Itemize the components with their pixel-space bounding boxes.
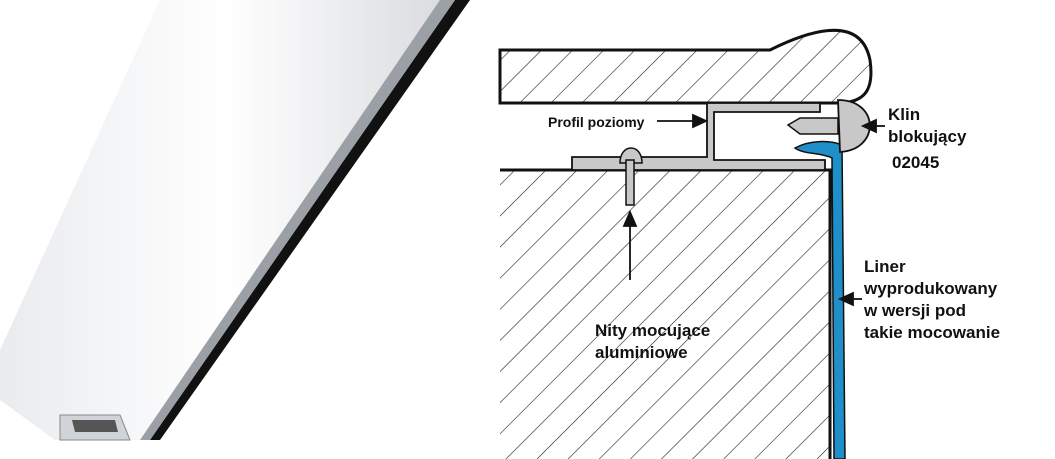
label-wedge-1: Klin xyxy=(888,105,920,124)
label-profile: Profil poziomy xyxy=(548,114,645,130)
label-rivets-2: aluminiowe xyxy=(595,343,688,362)
label-wedge-2: blokujący xyxy=(888,127,967,146)
coping-section xyxy=(498,28,873,105)
wall-section xyxy=(500,168,832,459)
label-liner-2: wyprodukowany xyxy=(863,279,998,298)
label-wedge-code: 02045 xyxy=(892,153,939,172)
label-liner-4: takie mocowanie xyxy=(864,323,1000,342)
arrows xyxy=(622,113,885,307)
locking-wedge xyxy=(786,99,871,153)
label-liner-1: Liner xyxy=(864,257,906,276)
profile-photo xyxy=(0,0,470,441)
label-rivets-1: Nity mocujące xyxy=(595,321,710,340)
label-liner-3: w wersji pod xyxy=(863,301,966,320)
liner xyxy=(793,140,846,459)
